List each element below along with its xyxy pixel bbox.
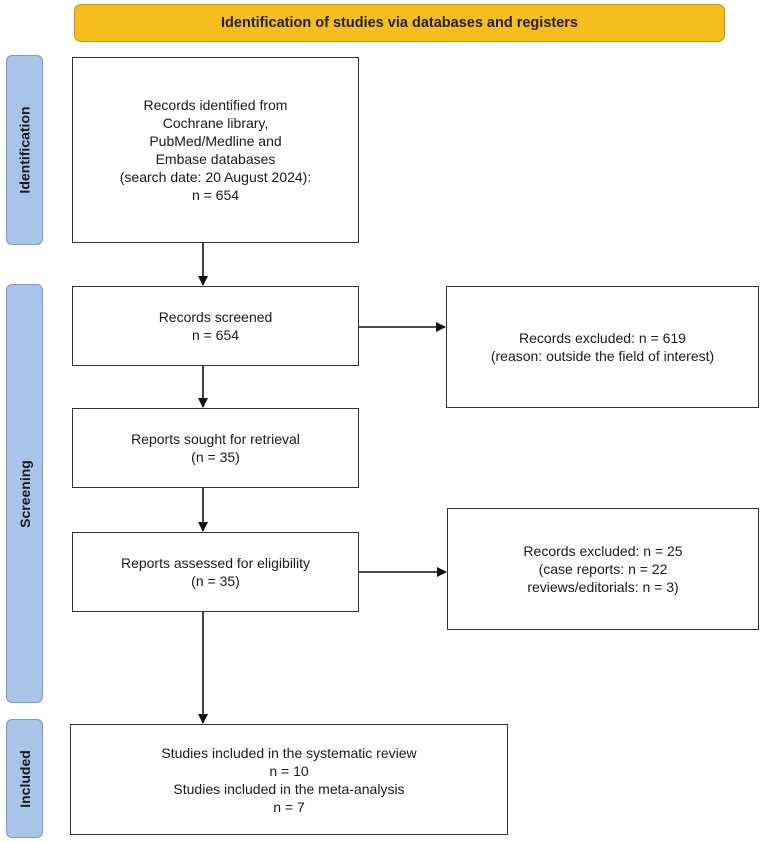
phase-screening: Screening (6, 284, 43, 703)
box-line: PubMed/Medline and (149, 133, 282, 149)
box-line: (reason: outside the field of interest) (490, 348, 715, 364)
box-line: n = 10 (269, 762, 309, 779)
box-line: (search date: 20 August 2024): (119, 169, 312, 185)
box-records-excluded-2: Records excluded: n = 25 (case reports: … (447, 508, 759, 630)
box-line: (n = 35) (191, 449, 240, 465)
box-studies-included: Studies included in the systematic revie… (70, 724, 508, 835)
box-line: (n = 35) (191, 573, 240, 589)
diagram-title: Identification of studies via databases … (221, 15, 578, 31)
box-line: n = 654 (191, 327, 240, 343)
box-line: Reports assessed for eligibility (120, 555, 311, 571)
box-line: Reports sought for retrieval (131, 431, 300, 447)
box-line: Records excluded: n = 619 (519, 330, 686, 346)
box-records-excluded-1: Records excluded: n = 619 (reason: outsi… (446, 286, 759, 408)
phase-identification: Identification (6, 55, 43, 245)
box-line: Cochrane library, (162, 115, 269, 131)
box-line: Records excluded: n = 25 (523, 543, 683, 559)
box-line: Studies included in the systematic revie… (161, 744, 417, 761)
box-line: (case reports: n = 22 (538, 561, 668, 577)
diagram-title-banner: Identification of studies via databases … (74, 4, 725, 42)
box-line: Records identified from (143, 97, 288, 113)
box-line: reviews/editorials: n = 3) (527, 579, 679, 595)
box-reports-assessed: Reports assessed for eligibility (n = 35… (72, 532, 359, 612)
box-line: n = 7 (273, 798, 305, 815)
box-line: Records screened (158, 309, 273, 325)
phase-included: Included (6, 719, 43, 838)
box-records-screened: Records screened n = 654 (72, 286, 359, 366)
box-reports-sought: Reports sought for retrieval (n = 35) (72, 408, 359, 488)
box-line: n = 654 (191, 187, 240, 203)
box-line: Embase databases (155, 151, 276, 167)
box-line: Studies included in the meta-analysis (173, 780, 405, 797)
box-records-identified: Records identified from Cochrane library… (72, 57, 359, 243)
